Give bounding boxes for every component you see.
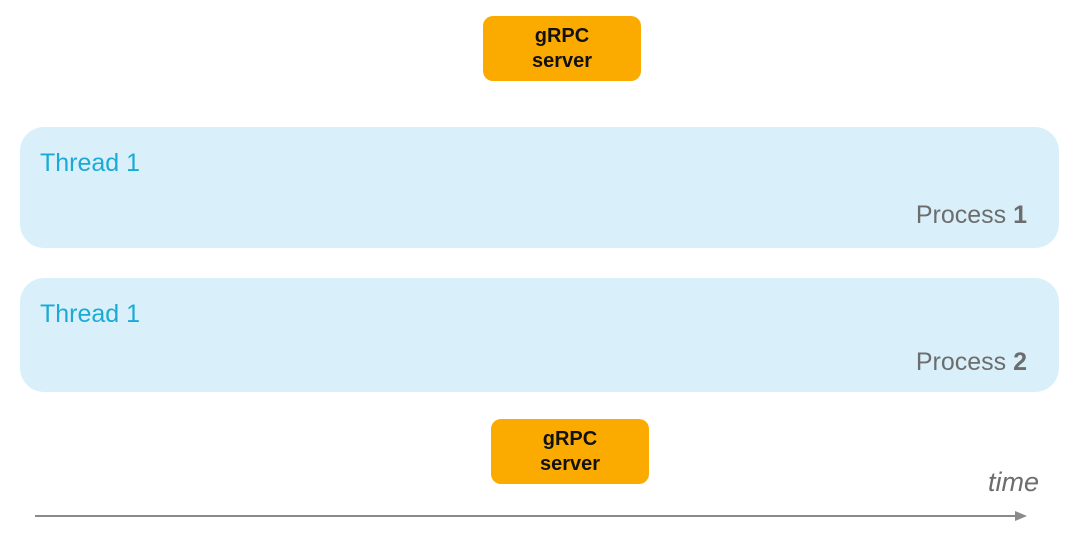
server-label-line2: server <box>531 49 593 72</box>
time-axis-arrow <box>35 511 1027 521</box>
thread-label: Thread 1 <box>40 149 141 177</box>
server-label-line1: gRPC <box>542 427 598 450</box>
process-word: Process <box>915 348 1007 376</box>
process-number: 1 <box>1013 201 1027 229</box>
process-1-band: Thread 1 Process 1 <box>20 127 1059 248</box>
grpc-server-box-bottom: gRPC server <box>491 419 649 484</box>
time-axis-label: time <box>988 467 1040 497</box>
thread-label: Thread 1 <box>40 300 141 328</box>
server-label-line1: gRPC <box>534 24 590 47</box>
process-label: Process 2 <box>916 348 1027 377</box>
process-number: 2 <box>1013 348 1027 376</box>
server-label-line2: server <box>539 452 601 475</box>
grpc-server-box-top: gRPC server <box>483 16 641 81</box>
process-label: Process 1 <box>916 201 1027 230</box>
process-2-band: Thread 1 Process 2 <box>20 278 1059 392</box>
process-word: Process <box>915 201 1007 229</box>
arrowhead-icon <box>1015 511 1027 521</box>
